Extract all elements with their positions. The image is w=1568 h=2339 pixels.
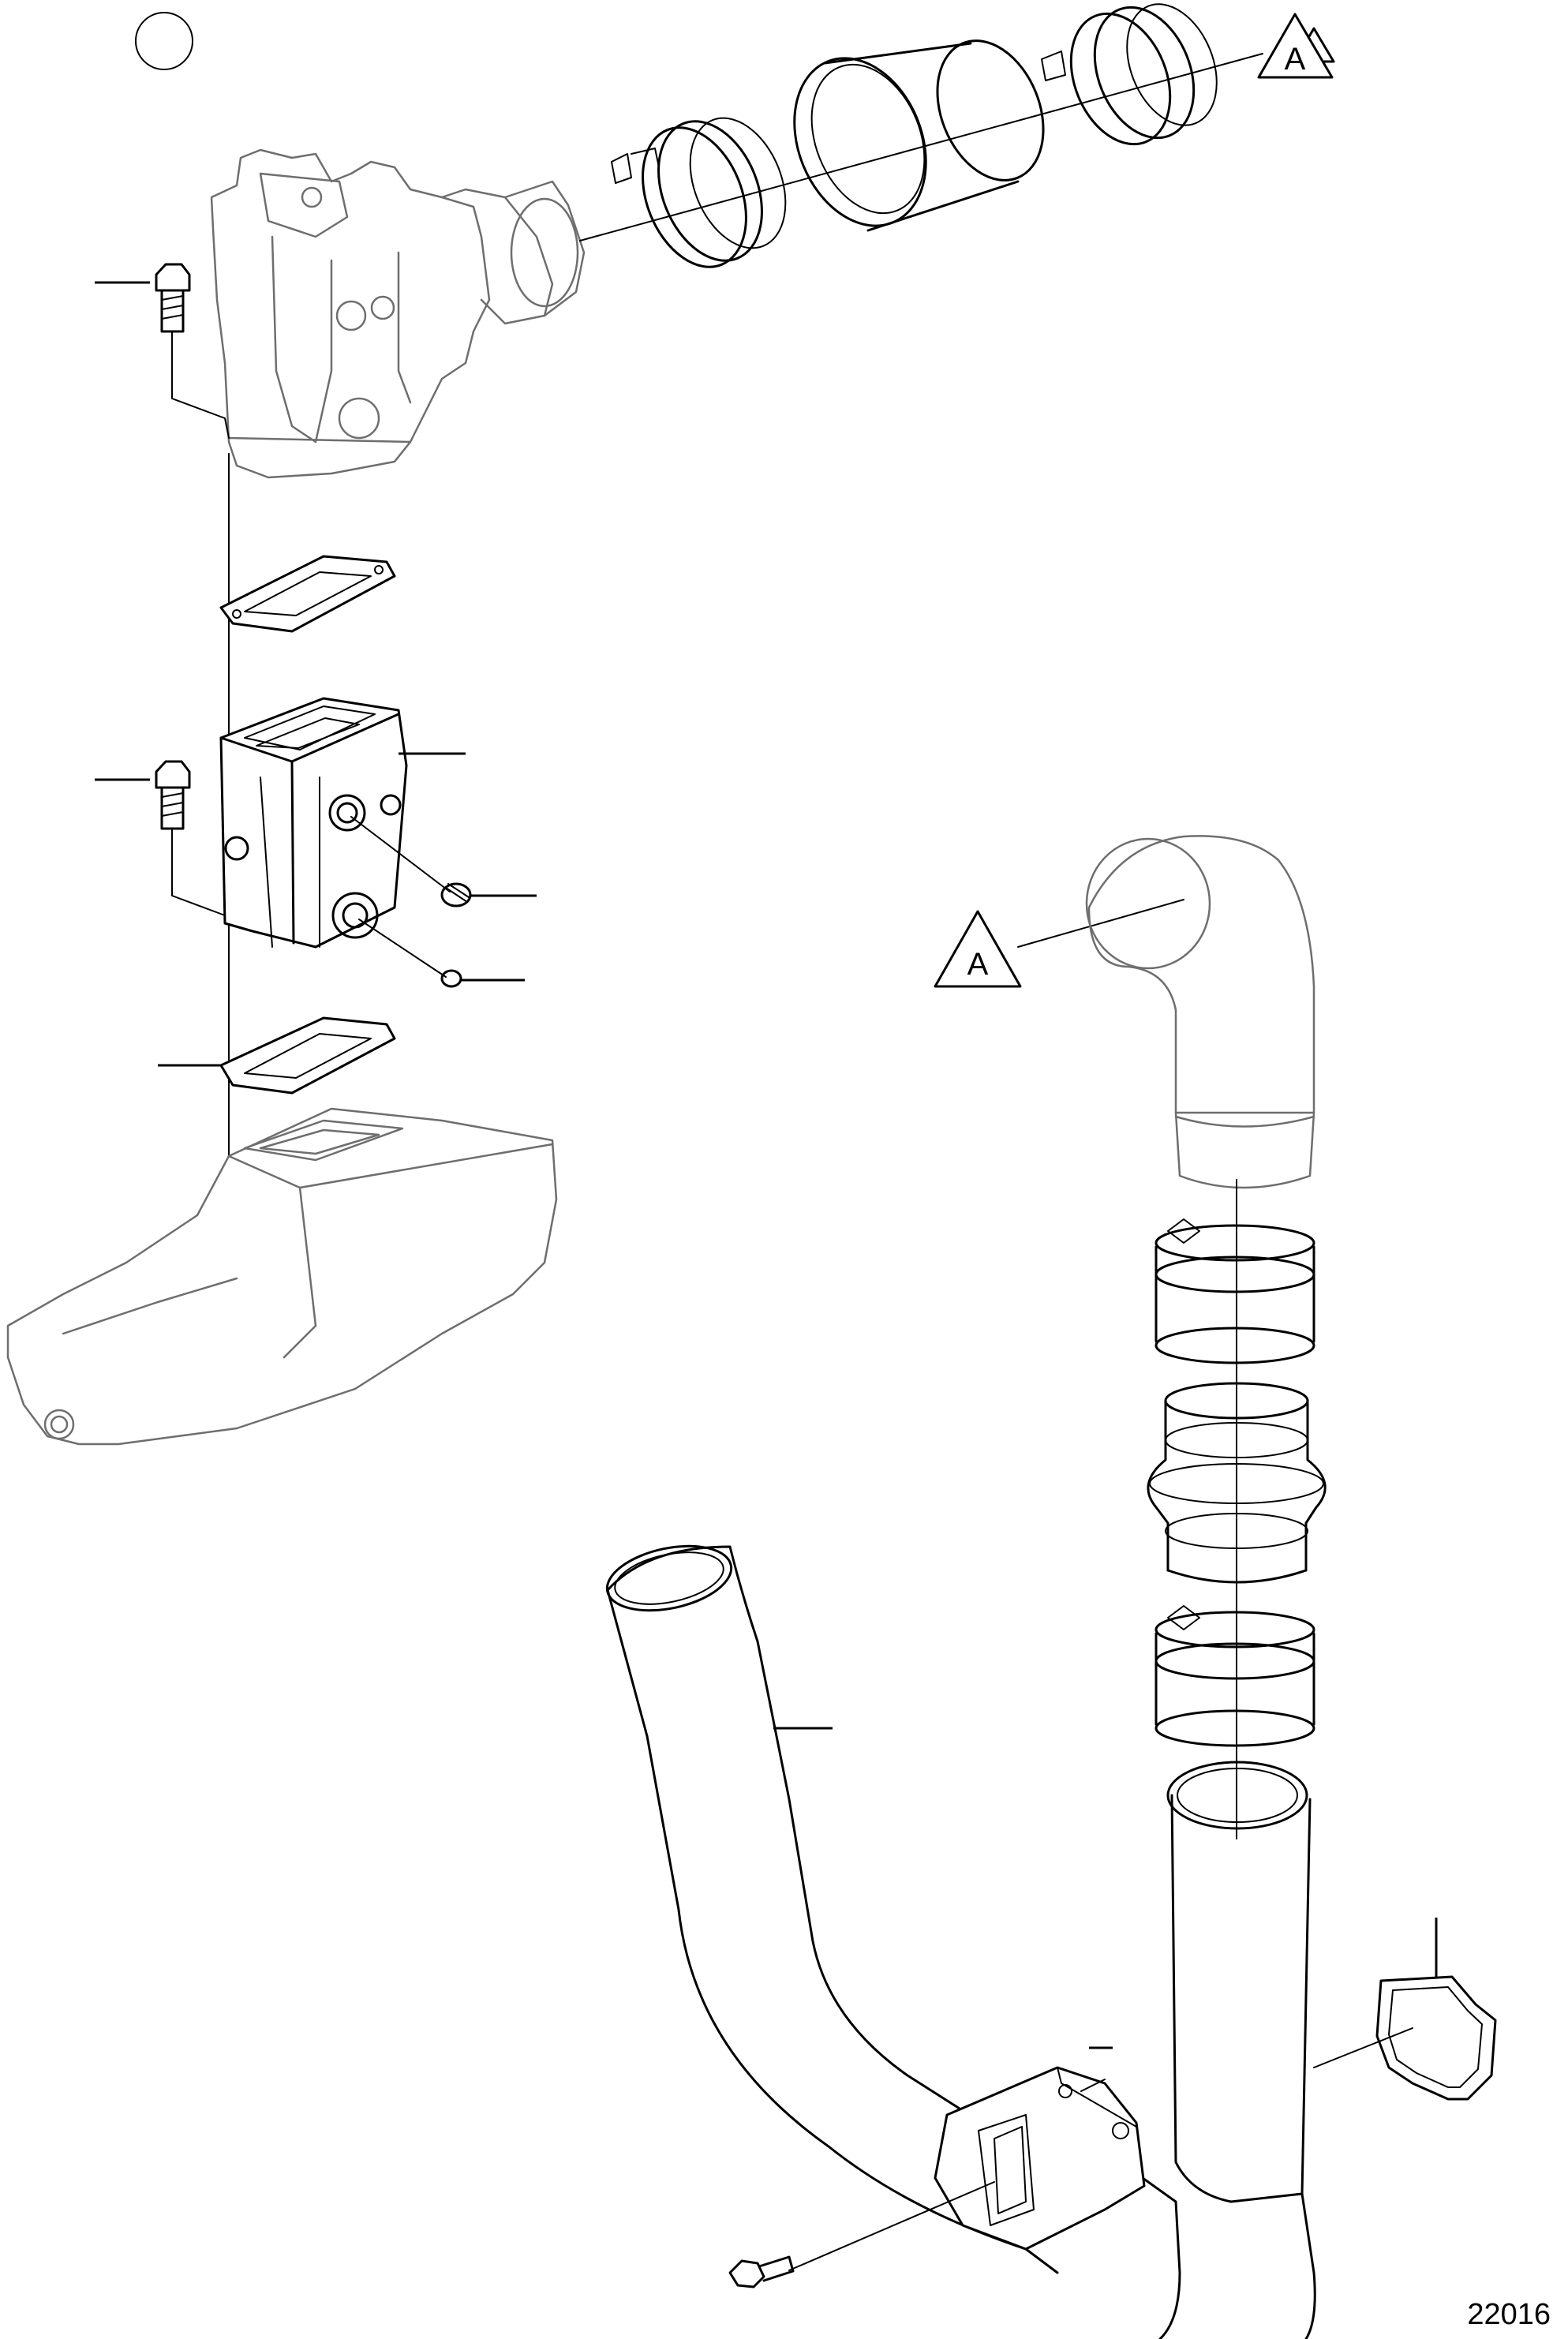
plug-small <box>358 919 462 988</box>
gasket-lower <box>219 1016 396 1095</box>
hose-clamp-upper-left <box>611 117 787 268</box>
figure-reference-number: 22016 <box>1467 2298 1551 2331</box>
pipe-flange-bracket <box>934 2066 1146 2251</box>
hose-clamp-right-lower <box>1154 1605 1315 1747</box>
callout-triangle-mid: A <box>934 910 1022 988</box>
flange-bolt <box>728 2181 995 2288</box>
position-circle <box>135 12 193 70</box>
rubber-elbow <box>1085 835 1315 1189</box>
exhaust-elbow-casting <box>210 148 586 479</box>
hose-clamp-upper-right <box>1041 3 1218 146</box>
rubber-bellows-coupling <box>1147 1382 1327 1584</box>
plug-large <box>350 816 472 908</box>
bolt-upper <box>155 263 191 333</box>
callout-triangle-top: A <box>1257 13 1335 79</box>
callout-letter-top: A <box>1285 42 1306 77</box>
rubber-hose-coupling-top <box>793 39 1045 232</box>
hose-clamp-right-upper <box>1154 1218 1315 1364</box>
callout-letter-mid: A <box>967 947 989 982</box>
exhaust-manifold <box>6 1107 558 1446</box>
exhaust-pipe-j <box>605 1544 1316 2339</box>
gasket-upper <box>219 555 396 633</box>
bolt-middle <box>155 760 191 830</box>
flange-gasket <box>1375 1975 1497 2101</box>
riser-block <box>219 697 408 949</box>
